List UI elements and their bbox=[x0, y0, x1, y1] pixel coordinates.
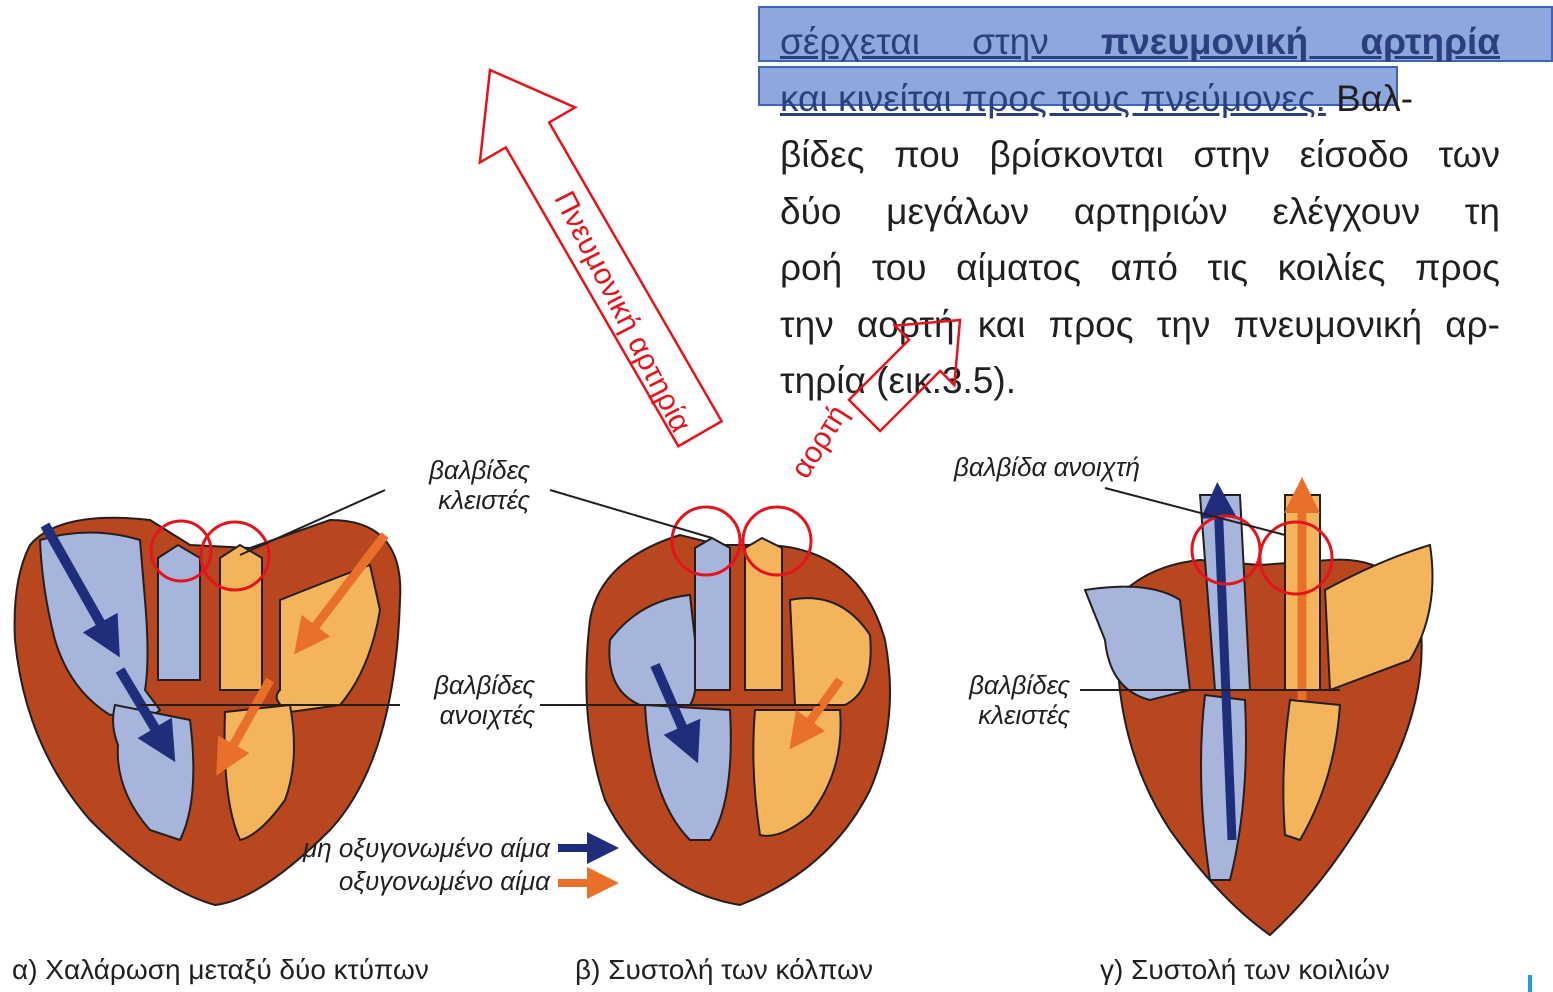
caption-b: β) Συστολή των κόλπων bbox=[575, 954, 873, 986]
label-valves-closed-c-line2: κλειστές bbox=[920, 700, 1070, 730]
label-valves-open-line1: βαλβίδες bbox=[380, 670, 535, 700]
heart-c-right-atrium bbox=[1085, 587, 1190, 700]
heart-c bbox=[1085, 495, 1433, 935]
heart-b-muscle bbox=[586, 535, 890, 905]
heart-a-pulmonary-trunk bbox=[158, 545, 200, 680]
leader-open-c bbox=[1105, 488, 1285, 535]
legend-oxygenated: οξυγονωμένο αίμα bbox=[250, 866, 550, 896]
heart-b-pulmonary-trunk bbox=[695, 538, 730, 690]
label-valves-open-line2: ανοιχτές bbox=[380, 700, 535, 730]
label-valve-open-c: βαλβίδα ανοιχτή bbox=[900, 452, 1140, 482]
aorta-arrow bbox=[835, 290, 990, 445]
label-valves-open: βαλβίδες ανοιχτές bbox=[380, 670, 535, 730]
label-valves-closed-c-line1: βαλβίδες bbox=[920, 670, 1070, 700]
label-valves-closed-c: βαλβίδες κλειστές bbox=[920, 670, 1070, 730]
caption-a: α) Χαλάρωση μεταξύ δύο κτύπων bbox=[12, 954, 429, 986]
edge-mark bbox=[1528, 975, 1532, 992]
legend-deoxygenated: μη οξυγονωμένο αίμα bbox=[250, 833, 550, 863]
label-valves-closed-a-line1: βαλβίδες bbox=[380, 455, 530, 485]
caption-c: γ) Συστολή των κοιλιών bbox=[1100, 954, 1390, 986]
label-valves-closed-a-line2: κλειστές bbox=[380, 485, 530, 515]
label-valves-closed-a: βαλβίδες κλειστές bbox=[380, 455, 530, 515]
heart-a-aortic-trunk bbox=[220, 545, 262, 690]
